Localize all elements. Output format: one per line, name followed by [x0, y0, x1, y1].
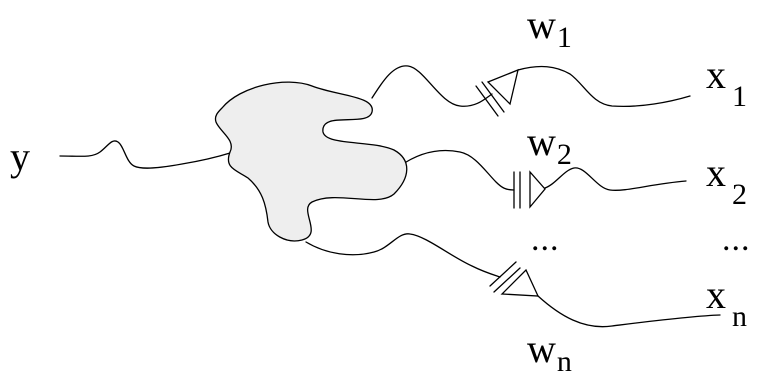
branch-wire-n: [305, 233, 501, 278]
synapse-bar-nb: [493, 267, 521, 293]
cell-body-blob: [214, 81, 408, 242]
branch-wire-1: [371, 65, 493, 107]
weight-label-1: w1: [527, 2, 572, 54]
synapse-bar-1: [475, 85, 499, 117]
weight-label-2: w2: [527, 119, 572, 171]
branch-wire-2: [399, 149, 515, 191]
synapse-bar-1b: [481, 81, 505, 113]
weights-ellipsis: ...: [531, 221, 560, 258]
synapse-bar-n: [489, 261, 517, 287]
branch-output-wire-n: [537, 295, 721, 328]
branch-output-wire-1: [517, 65, 691, 108]
synapse-triangle-1: [486, 68, 519, 106]
input-wire: [59, 140, 231, 169]
weight-label-n: wn: [527, 326, 572, 378]
synapse-triangle-n: [500, 268, 540, 297]
input-label-y: y: [10, 134, 30, 179]
outputs-ellipsis: ...: [722, 221, 751, 258]
branch-output-wire-2: [544, 167, 687, 191]
synapse-triangle-2: [529, 170, 546, 209]
